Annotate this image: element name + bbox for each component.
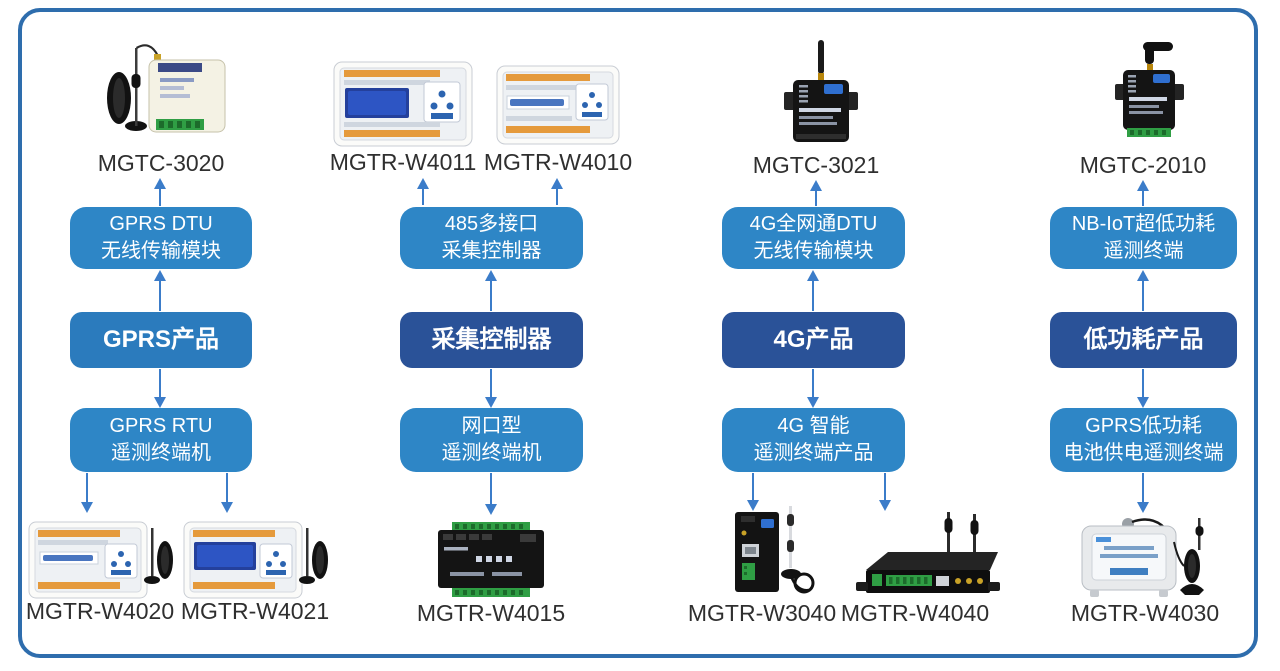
- category-box-4g: 4G产品: [722, 312, 905, 368]
- product-model-label: MGTC-3021: [752, 152, 880, 178]
- mgtr-w4021-device-image: [183, 521, 328, 599]
- box-line: 无线传输模块: [753, 240, 874, 262]
- category-box-lowpower: 低功耗产品: [1050, 312, 1237, 368]
- module-box-485-collector: 485多接口 采集控制器: [400, 207, 583, 269]
- module-box-gprs-dtu: GPRS DTU 无线传输模块: [70, 207, 252, 269]
- product-model-label: MGTR-W4040: [840, 600, 990, 626]
- box-line: 485多接口: [444, 213, 539, 235]
- arrow-down-icon: [485, 369, 497, 408]
- box-line: GPRS低功耗: [1085, 415, 1202, 437]
- mgtr-w4040-device-image: [856, 512, 1000, 593]
- arrow-up-icon: [1137, 270, 1149, 311]
- category-label: 采集控制器: [431, 326, 552, 353]
- product-model-label: MGTC-3020: [97, 150, 225, 176]
- mgtr-w4011-device-image: [333, 61, 473, 147]
- box-line: 采集控制器: [441, 240, 542, 262]
- box-line: 遥测终端: [1103, 240, 1184, 262]
- box-line: 4G全网通DTU: [749, 213, 878, 235]
- box-line: 遥测终端产品: [753, 442, 874, 464]
- arrow-down-icon: [221, 473, 233, 513]
- category-label: 低功耗产品: [1083, 326, 1204, 353]
- arrow-up-icon: [417, 178, 429, 205]
- arrow-up-icon: [810, 180, 822, 206]
- product-model-label: MGTR-W4010: [483, 149, 633, 175]
- box-line: NB-IoT超低功耗: [1071, 213, 1216, 235]
- module-box-gprs-rtu: GPRS RTU 遥测终端机: [70, 408, 252, 472]
- box-line: 遥测终端机: [441, 442, 542, 464]
- arrow-up-icon: [154, 270, 166, 311]
- mgtc-2010-device-image: [1115, 42, 1184, 137]
- mgtr-w4030-device-image: [1081, 518, 1204, 597]
- arrow-up-icon: [154, 178, 166, 206]
- diagram-border: [18, 8, 1258, 658]
- arrow-down-icon: [879, 473, 891, 511]
- arrow-down-icon: [1137, 369, 1149, 408]
- product-model-label: MGTR-W4011: [329, 149, 477, 175]
- mgtr-w4010-device-image: [496, 65, 620, 145]
- product-model-label: MGTR-W4030: [1070, 600, 1220, 626]
- mgtr-w3040-device-image: [735, 506, 815, 594]
- arrow-down-icon: [747, 473, 759, 511]
- arrow-up-icon: [1137, 180, 1149, 206]
- arrow-down-icon: [154, 369, 166, 408]
- box-line: GPRS DTU: [109, 213, 213, 235]
- module-box-nbiot-terminal: NB-IoT超低功耗 遥测终端: [1050, 207, 1237, 269]
- box-line: 遥测终端机: [111, 442, 211, 464]
- category-box-gprs: GPRS产品: [70, 312, 252, 368]
- arrow-down-icon: [485, 473, 497, 515]
- box-line: 4G 智能: [777, 415, 850, 437]
- module-box-ethernet-rtu: 网口型 遥测终端机: [400, 408, 583, 472]
- arrow-up-icon: [551, 178, 563, 205]
- arrow-up-icon: [485, 270, 497, 311]
- arrow-down-icon: [81, 473, 93, 513]
- product-model-label: MGTR-W4015: [416, 600, 566, 626]
- module-box-4g-smart-rtu: 4G 智能 遥测终端产品: [722, 408, 905, 472]
- mgtc-3020-device-image: [107, 44, 226, 133]
- product-model-label: MGTR-W3040: [687, 600, 837, 626]
- module-box-4g-dtu: 4G全网通DTU 无线传输模块: [722, 207, 905, 269]
- mgtc-3021-device-image: [784, 40, 858, 142]
- arrow-down-icon: [807, 369, 819, 408]
- box-line: 无线传输模块: [101, 240, 221, 262]
- product-model-label: MGTC-2010: [1079, 152, 1207, 178]
- box-line: GPRS RTU: [109, 415, 213, 437]
- module-box-gprs-battery-terminal: GPRS低功耗 电池供电遥测终端: [1050, 408, 1237, 472]
- box-line: 网口型: [461, 415, 522, 437]
- product-model-label: MGTR-W4021: [180, 598, 330, 624]
- arrow-up-icon: [807, 270, 819, 311]
- category-label: GPRS产品: [102, 326, 219, 353]
- product-model-label: MGTR-W4020: [25, 598, 175, 624]
- mgtr-w4020-device-image: [28, 521, 173, 599]
- category-label: 4G产品: [773, 326, 854, 353]
- box-line: 电池供电遥测终端: [1063, 442, 1224, 464]
- mgtr-w4015-device-image: [438, 522, 544, 597]
- category-box-collector: 采集控制器: [400, 312, 583, 368]
- arrow-down-icon: [1137, 473, 1149, 513]
